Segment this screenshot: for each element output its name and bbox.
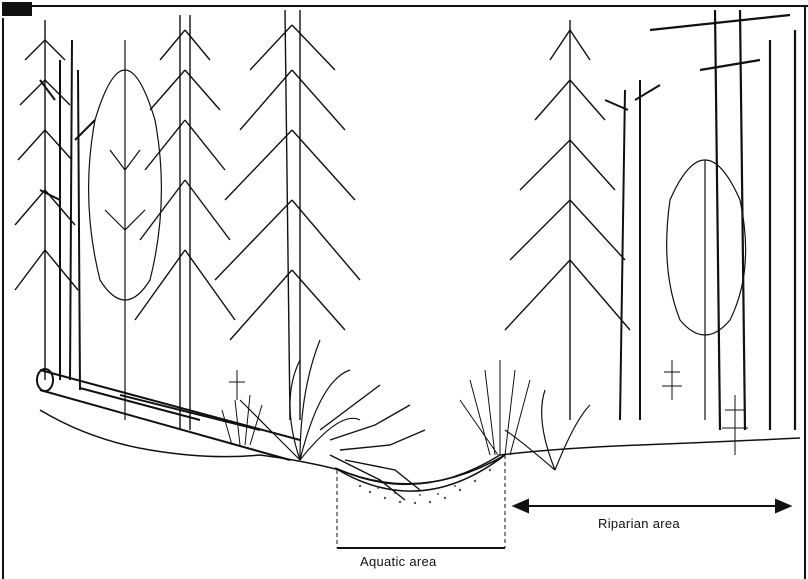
snag-icon xyxy=(40,40,95,390)
deciduous-tree-icon xyxy=(667,160,746,420)
conifer-tree-icon xyxy=(135,15,235,430)
deciduous-tree-icon xyxy=(89,40,162,420)
root-icon xyxy=(320,385,425,500)
fallen-log-icon xyxy=(37,369,300,460)
snag-icon xyxy=(605,80,660,420)
double-arrow-icon xyxy=(514,500,790,512)
fern-icon xyxy=(505,390,590,470)
conifer-tree-icon xyxy=(505,20,630,420)
conifer-tree-icon xyxy=(215,10,360,420)
riparian-area-label: Riparian area xyxy=(598,516,680,531)
stream-channel-icon xyxy=(335,455,505,504)
aquatic-area-label: Aquatic area xyxy=(360,554,437,569)
corner-mark xyxy=(2,2,32,16)
conifer-tree-icon xyxy=(15,20,78,380)
